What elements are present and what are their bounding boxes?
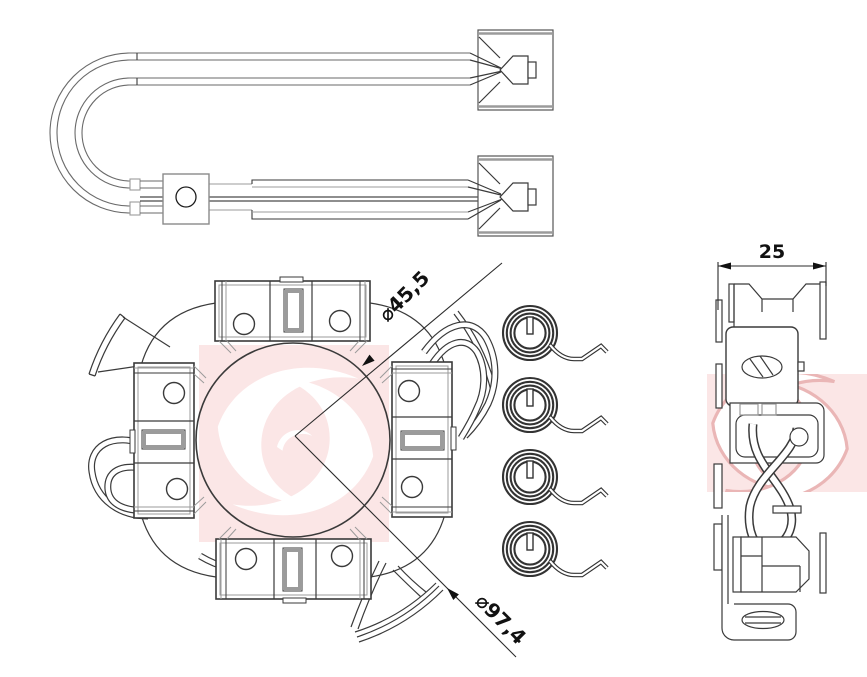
dimension-arrow bbox=[718, 262, 731, 270]
terminal-connector-bottom bbox=[467, 155, 554, 237]
torsion-spring-1 bbox=[503, 306, 607, 360]
torsion-spring-3 bbox=[503, 450, 607, 504]
outer-diameter-label: ⌀97,4 bbox=[471, 589, 531, 649]
dimension-width-25: 25 bbox=[717, 241, 827, 310]
wire-loops-northeast bbox=[421, 321, 499, 440]
side-bottom-bracket bbox=[721, 515, 797, 641]
center-circle bbox=[195, 342, 391, 538]
junction-block bbox=[162, 173, 210, 225]
brush-springs bbox=[503, 306, 607, 576]
cable-assembly bbox=[49, 29, 554, 237]
cable-top-run bbox=[130, 52, 470, 86]
brush-holder-right bbox=[378, 360, 458, 519]
side-middle-frame bbox=[729, 402, 825, 464]
width-label: 25 bbox=[759, 241, 785, 263]
side-brush-box bbox=[725, 326, 805, 407]
dimension-arrow bbox=[813, 262, 826, 270]
plate-contour-nw bbox=[138, 302, 217, 375]
dimension-arrow bbox=[447, 588, 459, 600]
side-bottom-spool bbox=[732, 532, 827, 594]
u-bend-arcs bbox=[49, 52, 131, 214]
brush-holder-bottom bbox=[214, 525, 373, 605]
brush-holder-left bbox=[128, 361, 208, 520]
brush-plate-front-view bbox=[88, 275, 499, 643]
torsion-spring-2 bbox=[503, 378, 607, 432]
side-top-spool bbox=[728, 281, 827, 340]
plate-contour-se bbox=[369, 505, 448, 578]
terminal-connector-top bbox=[469, 29, 554, 111]
outer-rim-arc-se bbox=[354, 582, 444, 643]
torsion-spring-4 bbox=[503, 522, 607, 576]
brush-holder-top bbox=[213, 275, 372, 355]
inner-diameter-label: ⌀45,5 bbox=[374, 266, 434, 326]
watermark-center bbox=[199, 345, 389, 542]
dimension-arrow bbox=[362, 354, 375, 366]
side-view bbox=[713, 281, 827, 641]
